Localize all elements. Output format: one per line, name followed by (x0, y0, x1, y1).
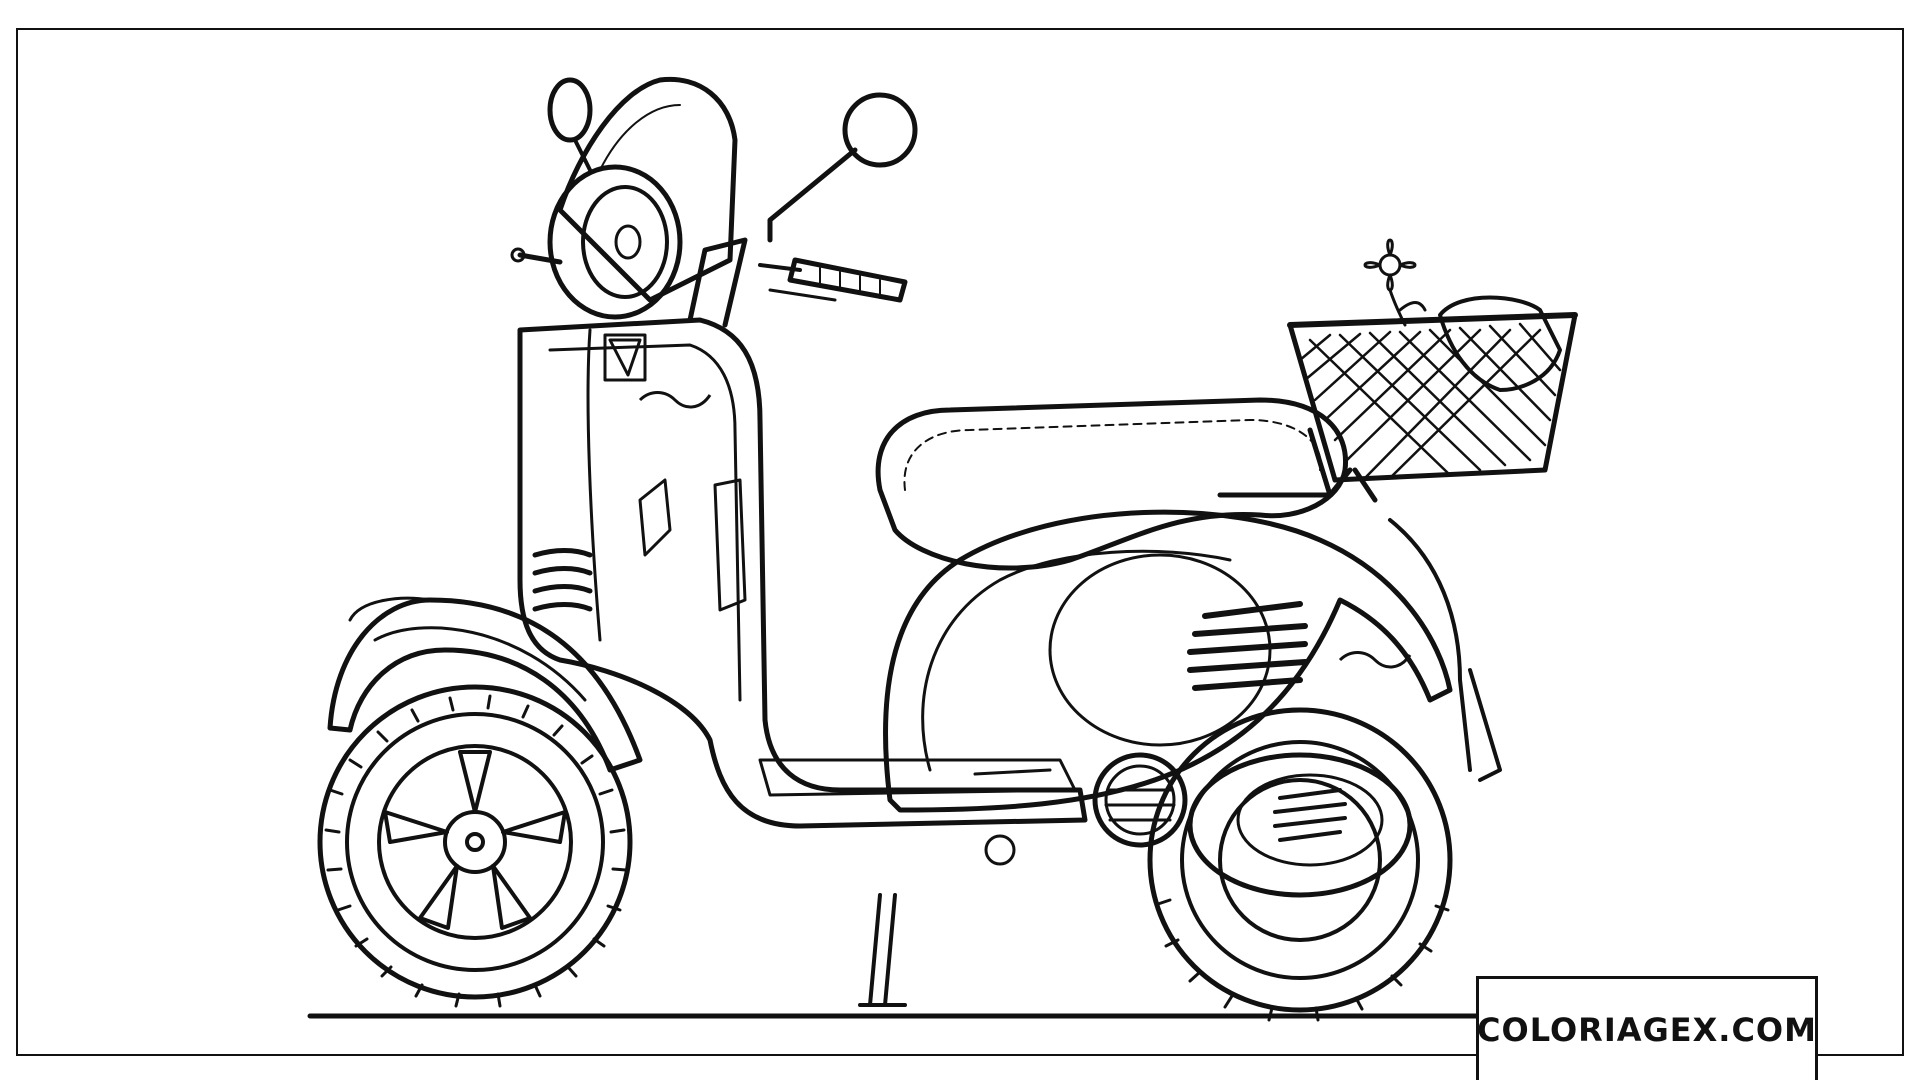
brand-mark-front (638, 391, 712, 409)
right-handle-grip (787, 257, 908, 303)
headlight (547, 164, 683, 320)
basket-cloth (1438, 295, 1562, 392)
flower (1363, 238, 1427, 327)
page-frame (16, 28, 1904, 1056)
watermark-badge: COLORIAGEX.COM (1476, 976, 1818, 1080)
shield-badge (608, 338, 642, 377)
steering-column (687, 237, 748, 328)
front-wheel (317, 684, 633, 1008)
brand-mark-rear (1338, 651, 1412, 669)
exhaust (1187, 752, 1413, 898)
rear-wheel (1147, 707, 1453, 1022)
engine-fan (1092, 752, 1188, 848)
side-vents (1187, 601, 1308, 691)
floorboard (758, 758, 1077, 797)
shield-vents (532, 548, 593, 612)
basket (1287, 295, 1578, 483)
seat (875, 397, 1349, 571)
left-mirror (547, 77, 593, 143)
kickstand (858, 893, 907, 1007)
right-mirror (842, 92, 918, 168)
rear-rack (1217, 427, 1378, 503)
watermark-text: COLORIAGEX.COM (1477, 1010, 1817, 1049)
front-fender (327, 597, 643, 773)
leg-shield (517, 317, 1088, 829)
rear-body (883, 509, 1453, 813)
